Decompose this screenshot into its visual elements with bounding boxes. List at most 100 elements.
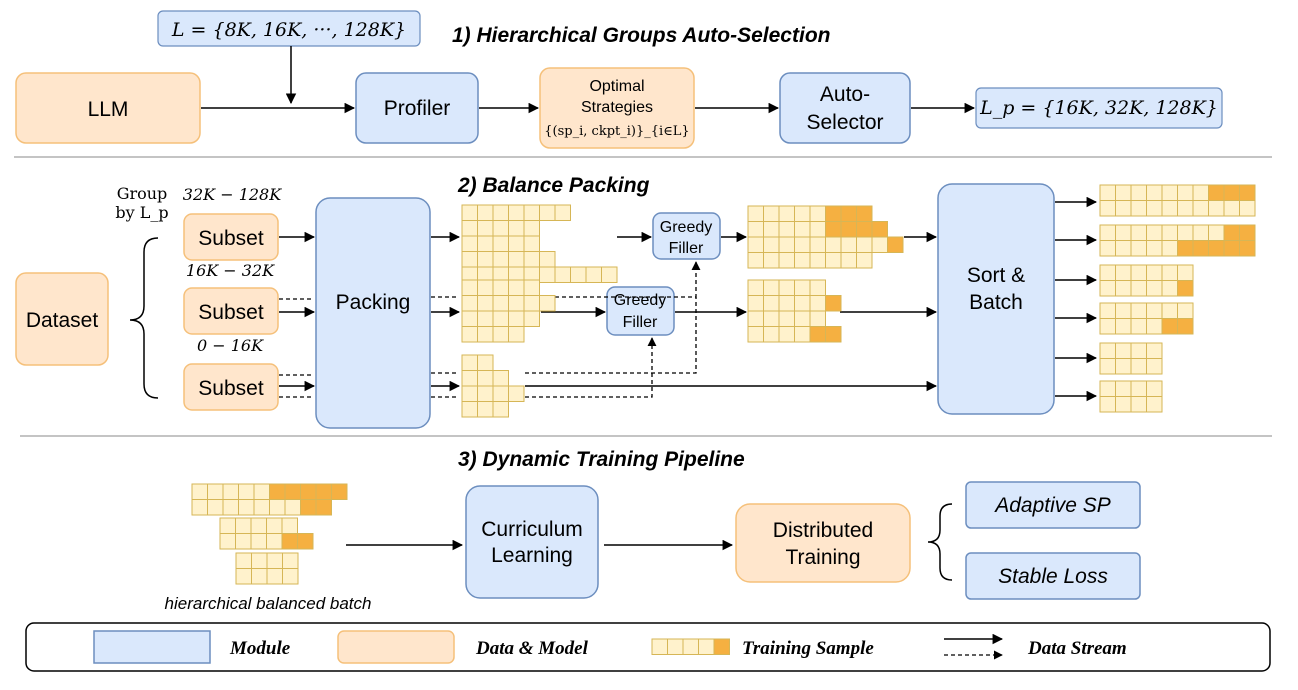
training-sample-cell (1161, 240, 1178, 257)
optimal-strategies-line1: Optimal (589, 78, 644, 95)
training-sample-cell (713, 638, 730, 655)
adaptive-sp-box (965, 481, 1141, 529)
legend-frame (25, 622, 1271, 672)
training-sample-cell (539, 204, 556, 221)
subset-label-low: Subset (198, 377, 264, 400)
profiler-box (355, 72, 479, 144)
training-sample-cell (1115, 302, 1132, 319)
training-sample-cell (763, 236, 780, 253)
legend-data-model-label: Data & Model (475, 638, 589, 659)
training-sample-cell (281, 517, 298, 534)
stable-loss-box (965, 552, 1141, 600)
training-sample-cell (282, 568, 299, 585)
training-sample-cell (300, 499, 317, 516)
training-sample-cell (250, 517, 267, 534)
legend-training-sample-swatch (651, 638, 730, 655)
training-sample-cell (1130, 396, 1147, 413)
training-sample-cell (1115, 280, 1132, 297)
greedy-filler-box-top (652, 212, 721, 260)
training-sample-cell (539, 251, 556, 268)
training-sample-cell (461, 295, 478, 312)
training-sample-cell (219, 517, 236, 534)
training-sample-cell (794, 310, 811, 327)
training-sample-cell (477, 354, 494, 371)
training-sample-cell (477, 235, 494, 252)
adaptive-sp-label: Adaptive SP (993, 494, 1111, 517)
legend-module-label: Module (229, 638, 291, 659)
training-sample-cell (477, 385, 494, 402)
training-sample-cell (856, 221, 873, 238)
training-sample-cell (492, 370, 509, 387)
training-sample-cell (477, 204, 494, 221)
training-sample-cell (191, 483, 208, 500)
training-sample-cell (1223, 240, 1240, 257)
greedy-filler-top-line1: Greedy (660, 219, 712, 236)
training-sample-cell (778, 326, 795, 343)
training-sample-cell (523, 204, 540, 221)
training-sample-cell (492, 251, 509, 268)
optimal-strategies-box (539, 67, 695, 149)
training-sample-cell (222, 483, 239, 500)
training-sample-cell (492, 279, 509, 296)
training-sample-cell (554, 266, 571, 283)
subset-box-low (183, 363, 279, 411)
training-sample-cell (461, 204, 478, 221)
training-sample-cell (778, 236, 795, 253)
legend-training-sample-label: Training Sample (742, 638, 874, 659)
training-sample-cell (856, 252, 873, 269)
training-sample-cell (523, 310, 540, 327)
training-sample-cell (523, 235, 540, 252)
training-sample-cell (809, 310, 826, 327)
training-sample-cell (1146, 358, 1163, 375)
training-sample-cell (315, 483, 332, 500)
training-sample-cell (763, 279, 780, 296)
training-sample-cell (1146, 342, 1163, 359)
training-sample-cell (1130, 380, 1147, 397)
training-sample-cell (1146, 200, 1163, 217)
training-sample-cell (809, 279, 826, 296)
training-sample-cell (1099, 240, 1116, 257)
training-sample-cell (747, 205, 764, 222)
training-sample-cell (1115, 342, 1132, 359)
training-sample-cell (1130, 264, 1147, 281)
training-sample-cell (794, 252, 811, 269)
training-sample-cell (887, 236, 904, 253)
training-sample-cell (508, 235, 525, 252)
filled-batch-mid (747, 279, 842, 343)
training-sample-cell (1130, 302, 1147, 319)
training-sample-cell (1208, 200, 1225, 217)
legend-data-stream-label: Data Stream (1027, 638, 1127, 659)
training-sample-cell (1130, 280, 1147, 297)
training-sample-cell (477, 251, 494, 268)
training-sample-cell (554, 204, 571, 221)
training-sample-cell (809, 326, 826, 343)
training-sample-cell (763, 221, 780, 238)
training-sample-cell (778, 205, 795, 222)
training-sample-cell (871, 221, 888, 238)
training-sample-cell (1115, 200, 1132, 217)
greedy-filler-top-line2: Filler (669, 240, 704, 257)
training-sample-cell (1115, 396, 1132, 413)
training-sample-cell (1192, 184, 1209, 201)
training-sample-cell (1115, 240, 1132, 257)
training-sample-cell (492, 220, 509, 237)
batch-caption: hierarchical balanced batch (165, 594, 372, 613)
greedy-filler-box-mid (606, 286, 675, 336)
training-sample-cell (1239, 240, 1256, 257)
training-sample-cell (1177, 264, 1194, 281)
training-sample-cell (778, 279, 795, 296)
training-sample-cell (1177, 184, 1194, 201)
training-sample-cell (508, 220, 525, 237)
sorted-batch-6 (1099, 380, 1163, 413)
training-sample-cell (1239, 200, 1256, 217)
training-sample-cell (747, 236, 764, 253)
training-sample-cell (461, 385, 478, 402)
training-sample-cell (1115, 224, 1132, 241)
training-sample-cell (238, 483, 255, 500)
training-sample-cell (492, 401, 509, 418)
group-by-line1: Group (117, 184, 168, 203)
training-sample-cell (840, 236, 857, 253)
training-sample-cell (1130, 318, 1147, 335)
training-sample-cell (1099, 264, 1116, 281)
distributed-training-box (735, 503, 911, 583)
